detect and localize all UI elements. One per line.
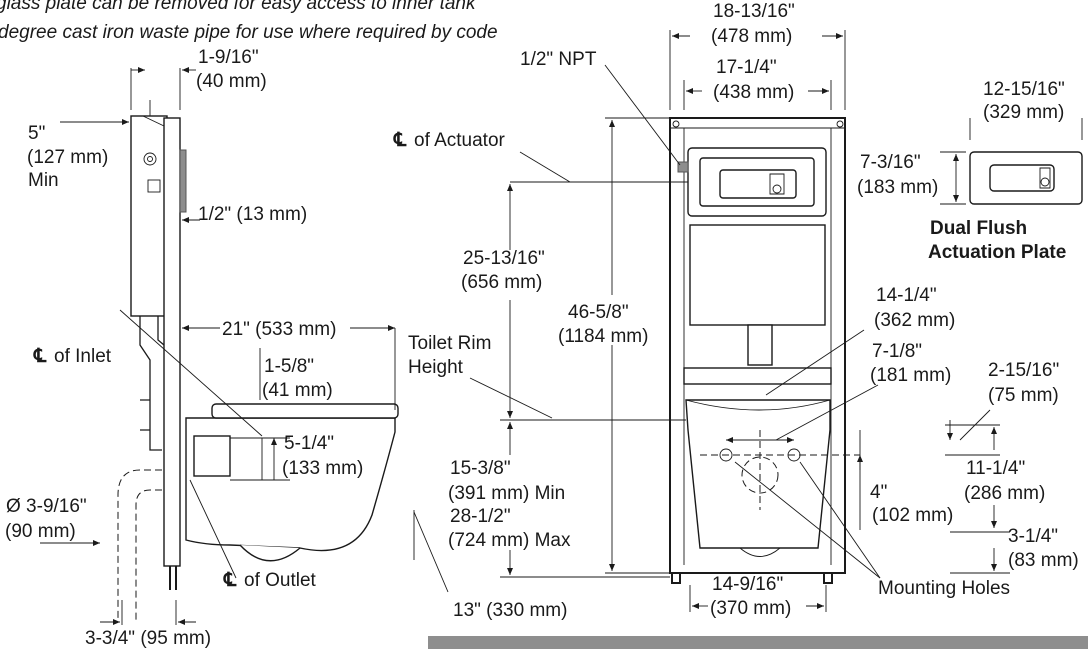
- plate-dim-width-mm: (329 mm): [983, 102, 1064, 123]
- side-dim-bowl-depth: 21" (533 mm): [222, 319, 336, 340]
- front-dim-frame-width-in: 18-13/16": [713, 1, 795, 22]
- front-dim-holes-inner-mm: (181 mm): [870, 365, 951, 386]
- front-dim-foot-mm: (83 mm): [1008, 550, 1079, 571]
- front-dim-actuator-height-mm: (656 mm): [461, 272, 542, 293]
- side-dim-pipe-mm: (90 mm): [5, 521, 76, 542]
- side-dim-min-in: 5": [28, 123, 45, 144]
- npt-label: 1/2" NPT: [520, 49, 597, 70]
- front-dim-hole-offset-in: 2-15/16": [988, 360, 1059, 381]
- front-dim-holes-inner-in: 7-1/8": [872, 341, 922, 362]
- front-dim-actuator-height-in: 25-13/16": [463, 248, 545, 269]
- plate-dim-width-in: 12-15/16": [983, 79, 1065, 100]
- header-line-1: glass plate can be removed for easy acce…: [0, 0, 477, 14]
- front-dim-rim-min-in: 15-3/8": [450, 458, 511, 479]
- header-line-2: degree cast iron waste pipe for use wher…: [0, 22, 498, 43]
- npt-fitting: [677, 161, 689, 173]
- toilet-rim-label-2: Height: [408, 357, 464, 378]
- front-dim-rim-max-in: 28-1/2": [450, 506, 511, 527]
- side-bowl: [185, 417, 396, 552]
- side-dim-inlet-mm: (41 mm): [262, 380, 333, 401]
- side-dim-outlet-in: 5-1/4": [284, 433, 334, 454]
- front-dim-frame-height-mm: (1184 mm): [558, 326, 648, 347]
- side-mounting-plate: [163, 117, 181, 567]
- side-dim-outlet-mm: (133 mm): [282, 458, 363, 479]
- front-dim-inner-width-in: 17-1/4": [716, 57, 777, 78]
- front-tank: [689, 224, 826, 326]
- front-dim-frame-height-in: 46-5/8": [568, 302, 629, 323]
- front-dim-hole-spacing-in: 4": [870, 482, 887, 503]
- plate-dim-height-mm: (183 mm): [857, 177, 938, 198]
- front-dim-inner-width-mm: (438 mm): [713, 82, 794, 103]
- side-dim-pipe-in: Ø 3-9/16": [6, 496, 87, 517]
- front-dim-hole-height-mm: (286 mm): [964, 483, 1045, 504]
- front-dim-foot-in: 3-1/4": [1008, 526, 1058, 547]
- side-dim-inlet-in: 1-5/8": [264, 356, 314, 377]
- front-dim-feet-width-in: 14-9/16": [712, 574, 783, 595]
- toilet-rim-label-1: Toilet Rim: [408, 333, 491, 354]
- bottom-grey-bar: [428, 636, 1088, 649]
- plate-title-2: Actuation Plate: [928, 242, 1066, 263]
- side-outlet-box: [193, 435, 231, 477]
- cl-outlet-symbol: ℄: [223, 570, 237, 591]
- side-dim-min-label: Min: [28, 170, 59, 191]
- mounting-hole-left: [719, 448, 733, 462]
- side-dim-top-offset-mm: (40 mm): [196, 71, 267, 92]
- mounting-holes-label: Mounting Holes: [878, 578, 1010, 599]
- front-dim-rim-min-mm: (391 mm) Min: [448, 483, 565, 504]
- cl-inlet-symbol: ℄: [33, 346, 47, 367]
- front-dim-frame-width-mm: (478 mm): [711, 26, 792, 47]
- front-dim-hole-offset-mm: (75 mm): [988, 385, 1059, 406]
- front-dim-holes-width-in: 14-1/4": [876, 285, 937, 306]
- cl-inlet-label: of Inlet: [54, 346, 112, 367]
- side-view: [40, 67, 449, 625]
- side-dim-rim-projection: 13" (330 mm): [453, 600, 567, 621]
- cl-outlet-label: of Outlet: [244, 570, 317, 591]
- side-dim-top-offset-in: 1-9/16": [198, 47, 259, 68]
- side-tank: [130, 115, 168, 317]
- side-valve-icon: [143, 152, 157, 166]
- front-dim-hole-spacing-mm: (102 mm): [872, 505, 953, 526]
- side-actuation-plate: [179, 149, 187, 213]
- cl-actuator-label: of Actuator: [414, 130, 506, 151]
- actuation-plate-detail: [940, 118, 1083, 205]
- front-frame: [669, 117, 846, 574]
- front-seat: [683, 367, 832, 385]
- front-dim-hole-height-in: 11-1/4": [966, 458, 1025, 479]
- plate-title-1: Dual Flush: [930, 218, 1027, 239]
- front-dim-holes-width-mm: (362 mm): [874, 310, 955, 331]
- mounting-hole-right: [787, 448, 801, 462]
- side-dim-bottom-offset: 3-3/4" (95 mm): [85, 628, 211, 649]
- side-seat: [211, 403, 399, 419]
- front-dim-feet-width-mm: (370 mm): [710, 598, 791, 619]
- plate-dim-height-in: 7-3/16": [860, 152, 921, 173]
- side-dim-min-mm: (127 mm): [27, 147, 108, 168]
- front-dim-rim-max-mm: (724 mm) Max: [448, 530, 571, 551]
- cl-actuator-symbol: ℄: [393, 130, 407, 151]
- side-dim-plate-thickness: 1/2" (13 mm): [198, 204, 307, 225]
- front-view: [469, 30, 1010, 612]
